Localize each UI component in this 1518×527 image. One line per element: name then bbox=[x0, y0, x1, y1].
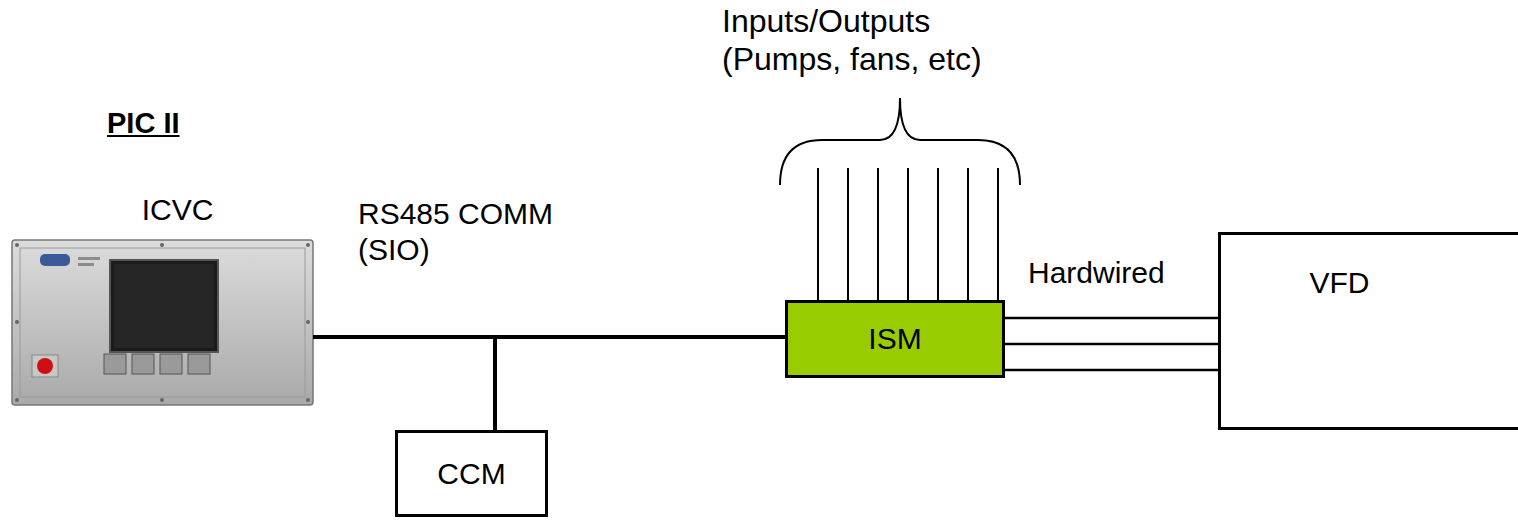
icvc-panel-picture bbox=[12, 240, 313, 405]
connector-label: RS485 COMM (SIO) bbox=[358, 196, 578, 268]
connector-label: Hardwired bbox=[1028, 255, 1165, 291]
ccm-box: CCM bbox=[395, 430, 548, 517]
box-label: ISM bbox=[868, 321, 921, 357]
hardwired-line bbox=[1005, 369, 1218, 372]
io-wires bbox=[818, 168, 998, 300]
box-label: CCM bbox=[437, 456, 505, 492]
box-label: VFD bbox=[1310, 265, 1370, 301]
hardwired-line bbox=[1005, 317, 1218, 320]
device-heading: ICVC bbox=[12, 192, 313, 228]
vfd-box: VFD bbox=[1218, 232, 1518, 430]
comm-bus-line bbox=[313, 337, 495, 430]
io-brace bbox=[780, 98, 1020, 185]
io-label: Inputs/Outputs (Pumps, fans, etc) bbox=[722, 2, 1032, 79]
hardwired-line bbox=[1005, 343, 1218, 346]
system-title: PIC II bbox=[107, 106, 180, 141]
ism-box: ISM bbox=[785, 300, 1005, 378]
icvc-controller: ICVC bbox=[12, 192, 313, 405]
